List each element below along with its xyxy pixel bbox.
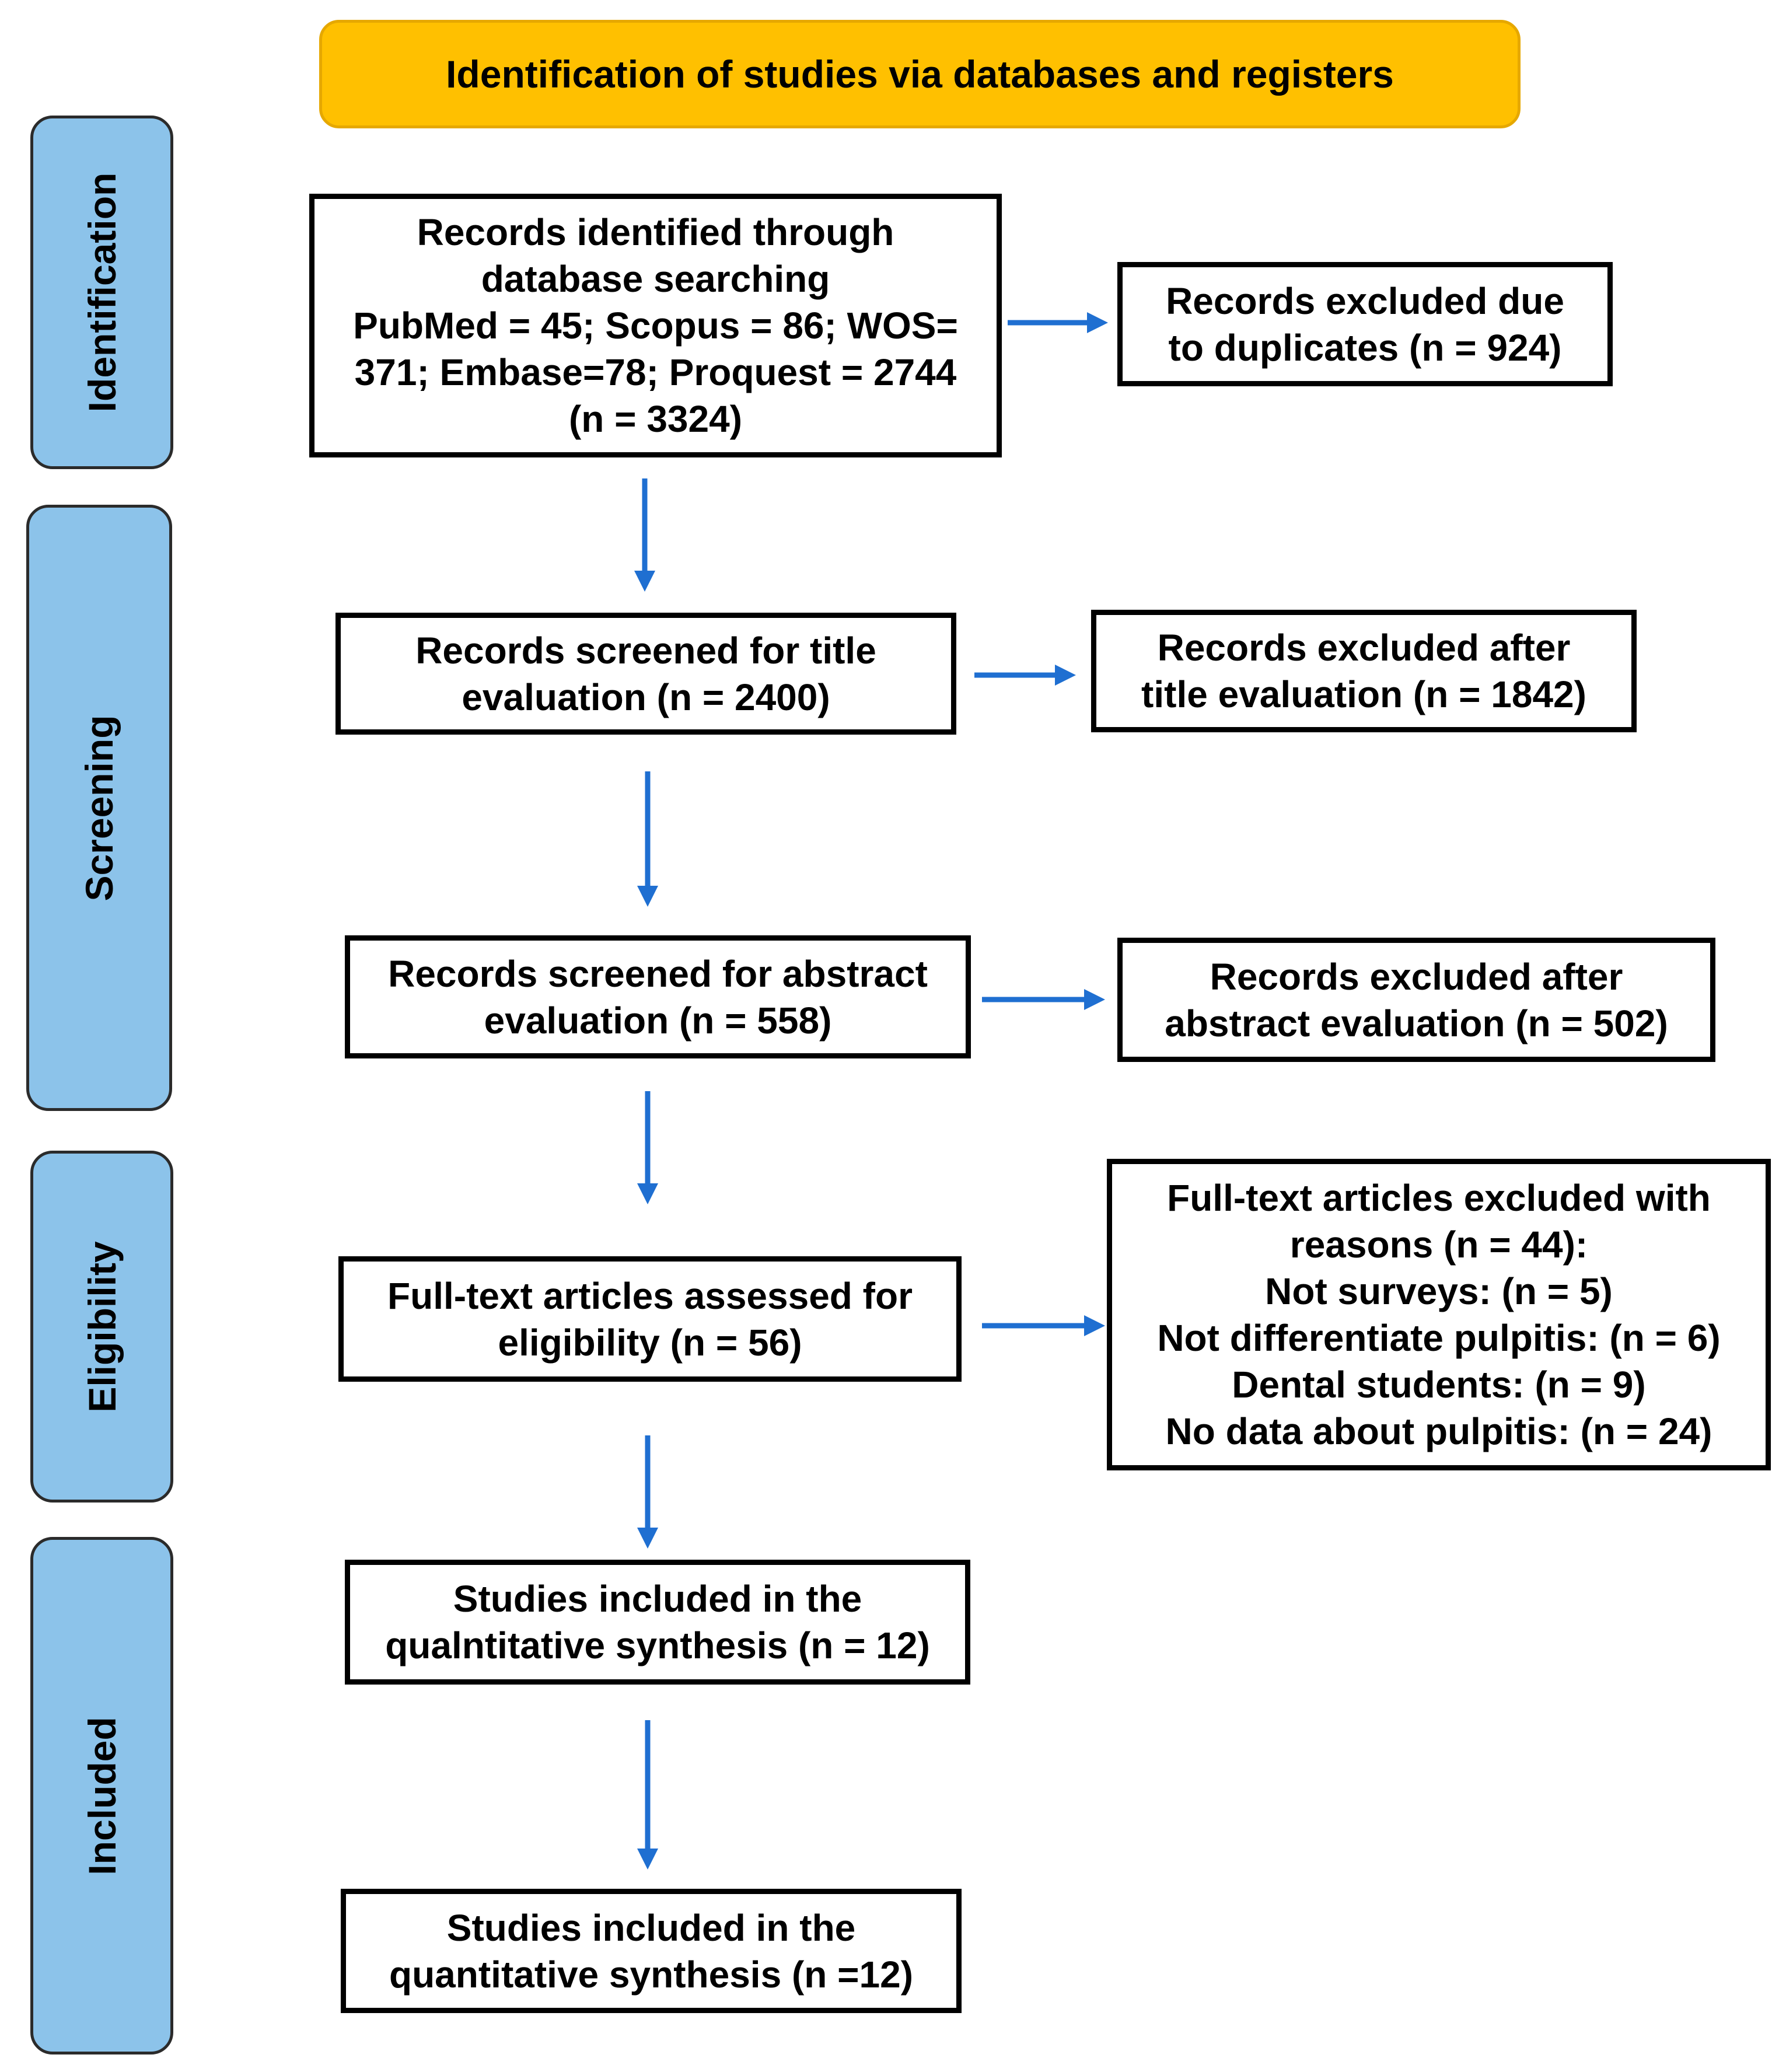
- box-line: database searching: [481, 258, 830, 300]
- box-line: evaluation (n = 558): [484, 999, 832, 1042]
- box-line: Not differentiate pulpitis: (n = 6): [1157, 1317, 1721, 1359]
- box-line: quantitative synthesis (n =12): [389, 1953, 914, 1996]
- box-line: Records screened for abstract: [388, 952, 928, 995]
- fulltext-assessed-box: Full-text articles assessed for eligibil…: [338, 1256, 962, 1382]
- box-line: Studies included in the: [446, 1906, 856, 1949]
- records-identified-box: Records identified through database sear…: [309, 194, 1002, 457]
- box-line: Records excluded after: [1210, 955, 1623, 998]
- quantitative-synthesis-box: Studies included in the quantitative syn…: [341, 1889, 962, 2013]
- abstract-excluded-box: Records excluded after abstract evaluati…: [1117, 938, 1715, 1062]
- phase-included: Included: [30, 1537, 173, 2054]
- duplicates-excluded-box: Records excluded due to duplicates (n = …: [1117, 262, 1613, 386]
- box-line: PubMed = 45; Scopus = 86; WOS=: [353, 305, 958, 347]
- box-line: Records identified through: [417, 211, 894, 253]
- box-line: reasons (n = 44):: [1289, 1224, 1588, 1266]
- box-line: to duplicates (n = 924): [1168, 326, 1562, 369]
- box-line: eligibility (n = 56): [498, 1321, 802, 1364]
- box-line: title evaluation (n = 1842): [1141, 673, 1586, 715]
- box-line: Studies included in the: [453, 1578, 862, 1620]
- box-line: Records screened for title: [415, 629, 876, 672]
- title-excluded-box: Records excluded after title evaluation …: [1091, 610, 1637, 732]
- box-line: Dental students: (n = 9): [1232, 1364, 1646, 1406]
- abstract-screened-box: Records screened for abstract evaluation…: [345, 935, 971, 1058]
- header-banner: Identification of studies via databases …: [319, 20, 1521, 128]
- header-title: Identification of studies via databases …: [446, 53, 1394, 96]
- box-line: evaluation (n = 2400): [462, 676, 830, 718]
- box-line: No data about pulpitis: (n = 24): [1165, 1410, 1712, 1452]
- box-line: Full-text articles excluded with: [1167, 1177, 1711, 1219]
- box-line: (n = 3324): [568, 398, 743, 440]
- box-line: Records excluded after: [1157, 627, 1571, 669]
- box-line: qualntitative synthesis (n = 12): [385, 1624, 930, 1666]
- box-line: 371; Embase=78; Proquest = 2744: [354, 351, 957, 393]
- phase-identification: Identification: [30, 116, 173, 469]
- box-line: abstract evaluation (n = 502): [1165, 1002, 1668, 1044]
- phase-eligibility: Eligibility: [30, 1151, 173, 1503]
- title-screened-box: Records screened for title evaluation (n…: [335, 613, 956, 735]
- box-line: Records excluded due: [1166, 279, 1564, 322]
- fulltext-excluded-box: Full-text articles excluded with reasons…: [1107, 1159, 1771, 1470]
- phase-screening: Screening: [26, 505, 172, 1111]
- qualitative-synthesis-box: Studies included in the qualntitative sy…: [345, 1560, 970, 1685]
- box-line: Not surveys: (n = 5): [1265, 1270, 1613, 1312]
- box-line: Full-text articles assessed for: [387, 1274, 913, 1317]
